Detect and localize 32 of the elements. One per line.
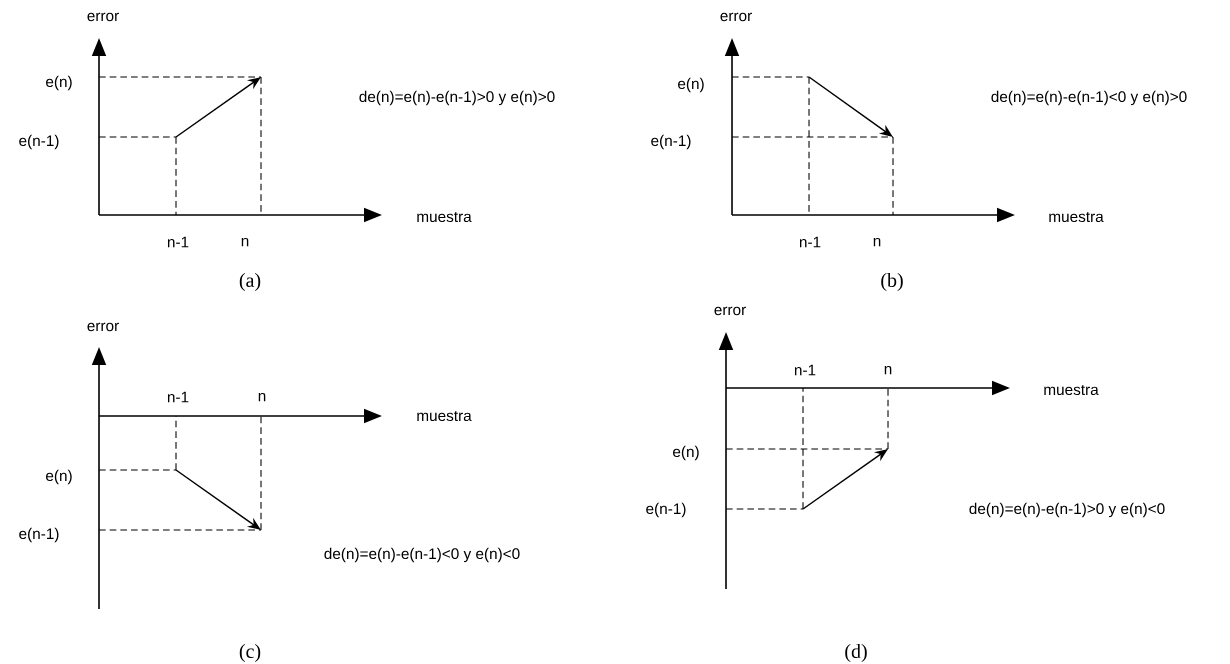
tick-label: e(n) [678, 77, 704, 93]
tick-label: n [258, 392, 266, 402]
axis-label: muestra [1049, 211, 1104, 223]
equation-text: de(n)=e(n)-e(n-1)>0 y e(n)<0 [969, 502, 1165, 518]
tick-label: n-1 [794, 364, 816, 376]
tick-label: e(n-1) [646, 502, 686, 518]
tick-label: n-1 [167, 391, 189, 403]
equation-text: de(n)=e(n)-e(n-1)<0 y e(n)>0 [991, 90, 1187, 106]
equation-text: de(n)=e(n)-e(n-1)>0 y e(n)>0 [359, 90, 555, 106]
axis-label: muestra [417, 411, 472, 422]
axis-label: muestra [1044, 384, 1099, 396]
panel-caption: (b) [881, 272, 903, 292]
axis-label: error [87, 322, 119, 332]
axis-label: error [714, 306, 746, 316]
tick-label: e(n-1) [19, 134, 59, 150]
tick-label: e(n-1) [19, 527, 59, 543]
tick-label: e(n) [673, 445, 699, 461]
panel-caption: (d) [845, 643, 867, 663]
tick-label: e(n-1) [651, 134, 691, 150]
axis-label: error [720, 12, 752, 22]
tick-label: e(n) [46, 469, 72, 485]
tick-label: e(n) [46, 75, 72, 91]
equation-text: de(n)=e(n)-e(n-1)<0 y e(n)<0 [324, 547, 520, 563]
tick-label: n [884, 365, 892, 375]
tick-label: n-1 [167, 236, 189, 248]
panel-caption: (c) [239, 643, 261, 663]
tick-label: n [873, 237, 881, 247]
axis-label: error [87, 12, 119, 22]
axis-label: muestra [417, 211, 472, 223]
tick-label: n-1 [799, 236, 821, 248]
tick-label: n [241, 237, 249, 247]
panel-caption: (a) [239, 272, 261, 292]
